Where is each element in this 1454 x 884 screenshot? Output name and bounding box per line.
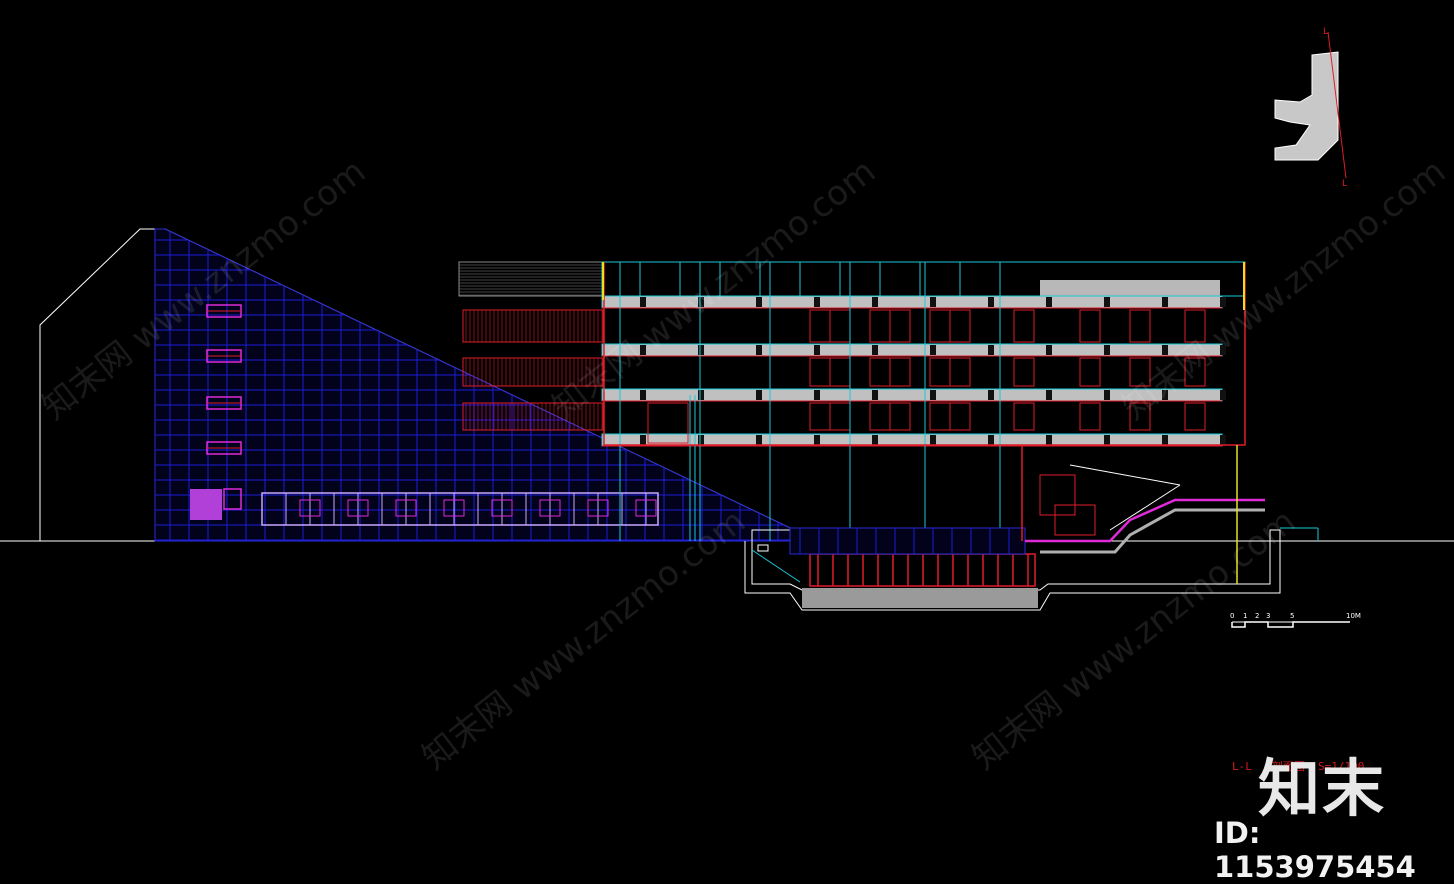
purple-panel <box>190 489 222 520</box>
scale-bar: 0 1 2 3 5 10M <box>1230 612 1361 628</box>
drawing-title-label: L-L <box>1232 760 1252 773</box>
key-plan-cut-bottom: L <box>1342 179 1347 189</box>
key-plan-cut-top: L <box>1323 27 1328 37</box>
facade-windows <box>206 304 242 510</box>
basement-section <box>744 445 1319 611</box>
scale-tick-3: 3 <box>1266 612 1270 620</box>
window-band-mullions <box>261 493 657 525</box>
drawing-title: L-L 剖面图 S=1/100 <box>1232 758 1364 774</box>
brand-logo: 知末 <box>1258 752 1387 825</box>
main-building-section <box>458 261 1246 541</box>
drawing-scale-label: S=1/100 <box>1318 760 1365 773</box>
scale-tick-0: 0 <box>1230 612 1234 620</box>
scale-tick-5: 5 <box>1290 612 1294 620</box>
curtain-wall-grid <box>155 231 790 541</box>
scale-tick-10: 10M <box>1346 612 1361 620</box>
scale-tick-2: 2 <box>1255 612 1259 620</box>
key-plan: L L <box>1274 27 1347 189</box>
drawing-title-chars: 剖面图 <box>1271 760 1305 773</box>
scale-tick-1: 1 <box>1243 612 1247 620</box>
